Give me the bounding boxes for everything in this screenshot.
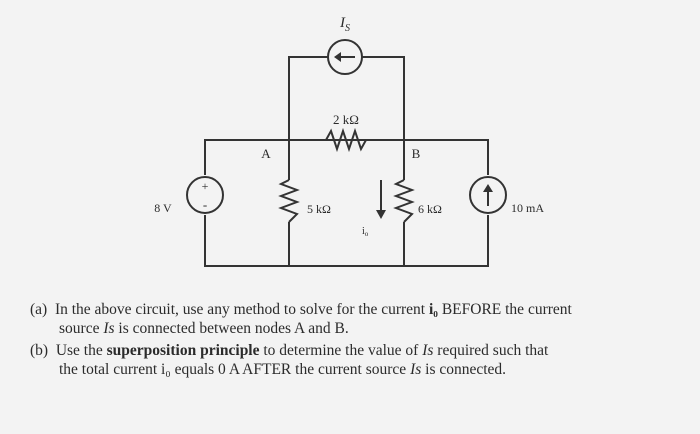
arrow-down-icon <box>376 210 386 219</box>
io-label: io <box>362 226 369 238</box>
arrow-left-icon <box>334 52 341 62</box>
arrow-up-icon <box>483 184 493 192</box>
question-a-marker: (a) <box>30 301 48 318</box>
question-a: (a) In the above circuit, use any method… <box>30 300 572 320</box>
resistor-2k-label: 2 kΩ <box>333 112 359 127</box>
question-a-line-2: source Is is connected between nodes A a… <box>59 320 349 337</box>
is-label: IS <box>339 15 350 34</box>
question-b-line-2: the total current i₀ equals 0 A AFTER th… <box>59 361 507 378</box>
circuit-wires <box>204 56 489 267</box>
question-b: (b) Use the superposition principle to d… <box>30 342 549 359</box>
circuit-diagram: + - IS 2 kΩ A B 8 V 5 kΩ 6 kΩ 10 mA io <box>154 15 544 267</box>
resistor-6k-label: 6 kΩ <box>418 202 442 216</box>
resistor-5k-label: 5 kΩ <box>307 202 331 216</box>
io-current-arrow <box>376 180 386 219</box>
current-source-label: 10 mA <box>511 201 544 215</box>
minus-icon: - <box>203 197 207 212</box>
current-source-10ma <box>469 176 507 214</box>
node-a-label: A <box>261 146 271 161</box>
resistor-2k <box>325 127 367 153</box>
is-symbol: Is <box>422 342 434 359</box>
voltage-source-8v: + - <box>186 176 224 214</box>
resistor-6k <box>393 179 415 223</box>
superposition-term: superposition principle <box>106 342 260 359</box>
voltage-source-label: 8 V <box>154 201 172 215</box>
io-symbol: i₀ <box>428 301 438 318</box>
resistor-5k <box>278 179 300 223</box>
node-b-label: B <box>412 146 421 161</box>
current-source-is <box>327 39 363 75</box>
question-b-marker: (b) <box>30 342 49 359</box>
question-a-text-2: BEFORE the current <box>437 301 572 318</box>
plus-icon: + <box>202 179 209 193</box>
is-symbol: Is <box>410 361 422 378</box>
is-symbol: Is <box>103 320 115 337</box>
question-a-text-1: In the above circuit, use any method to … <box>54 301 429 318</box>
